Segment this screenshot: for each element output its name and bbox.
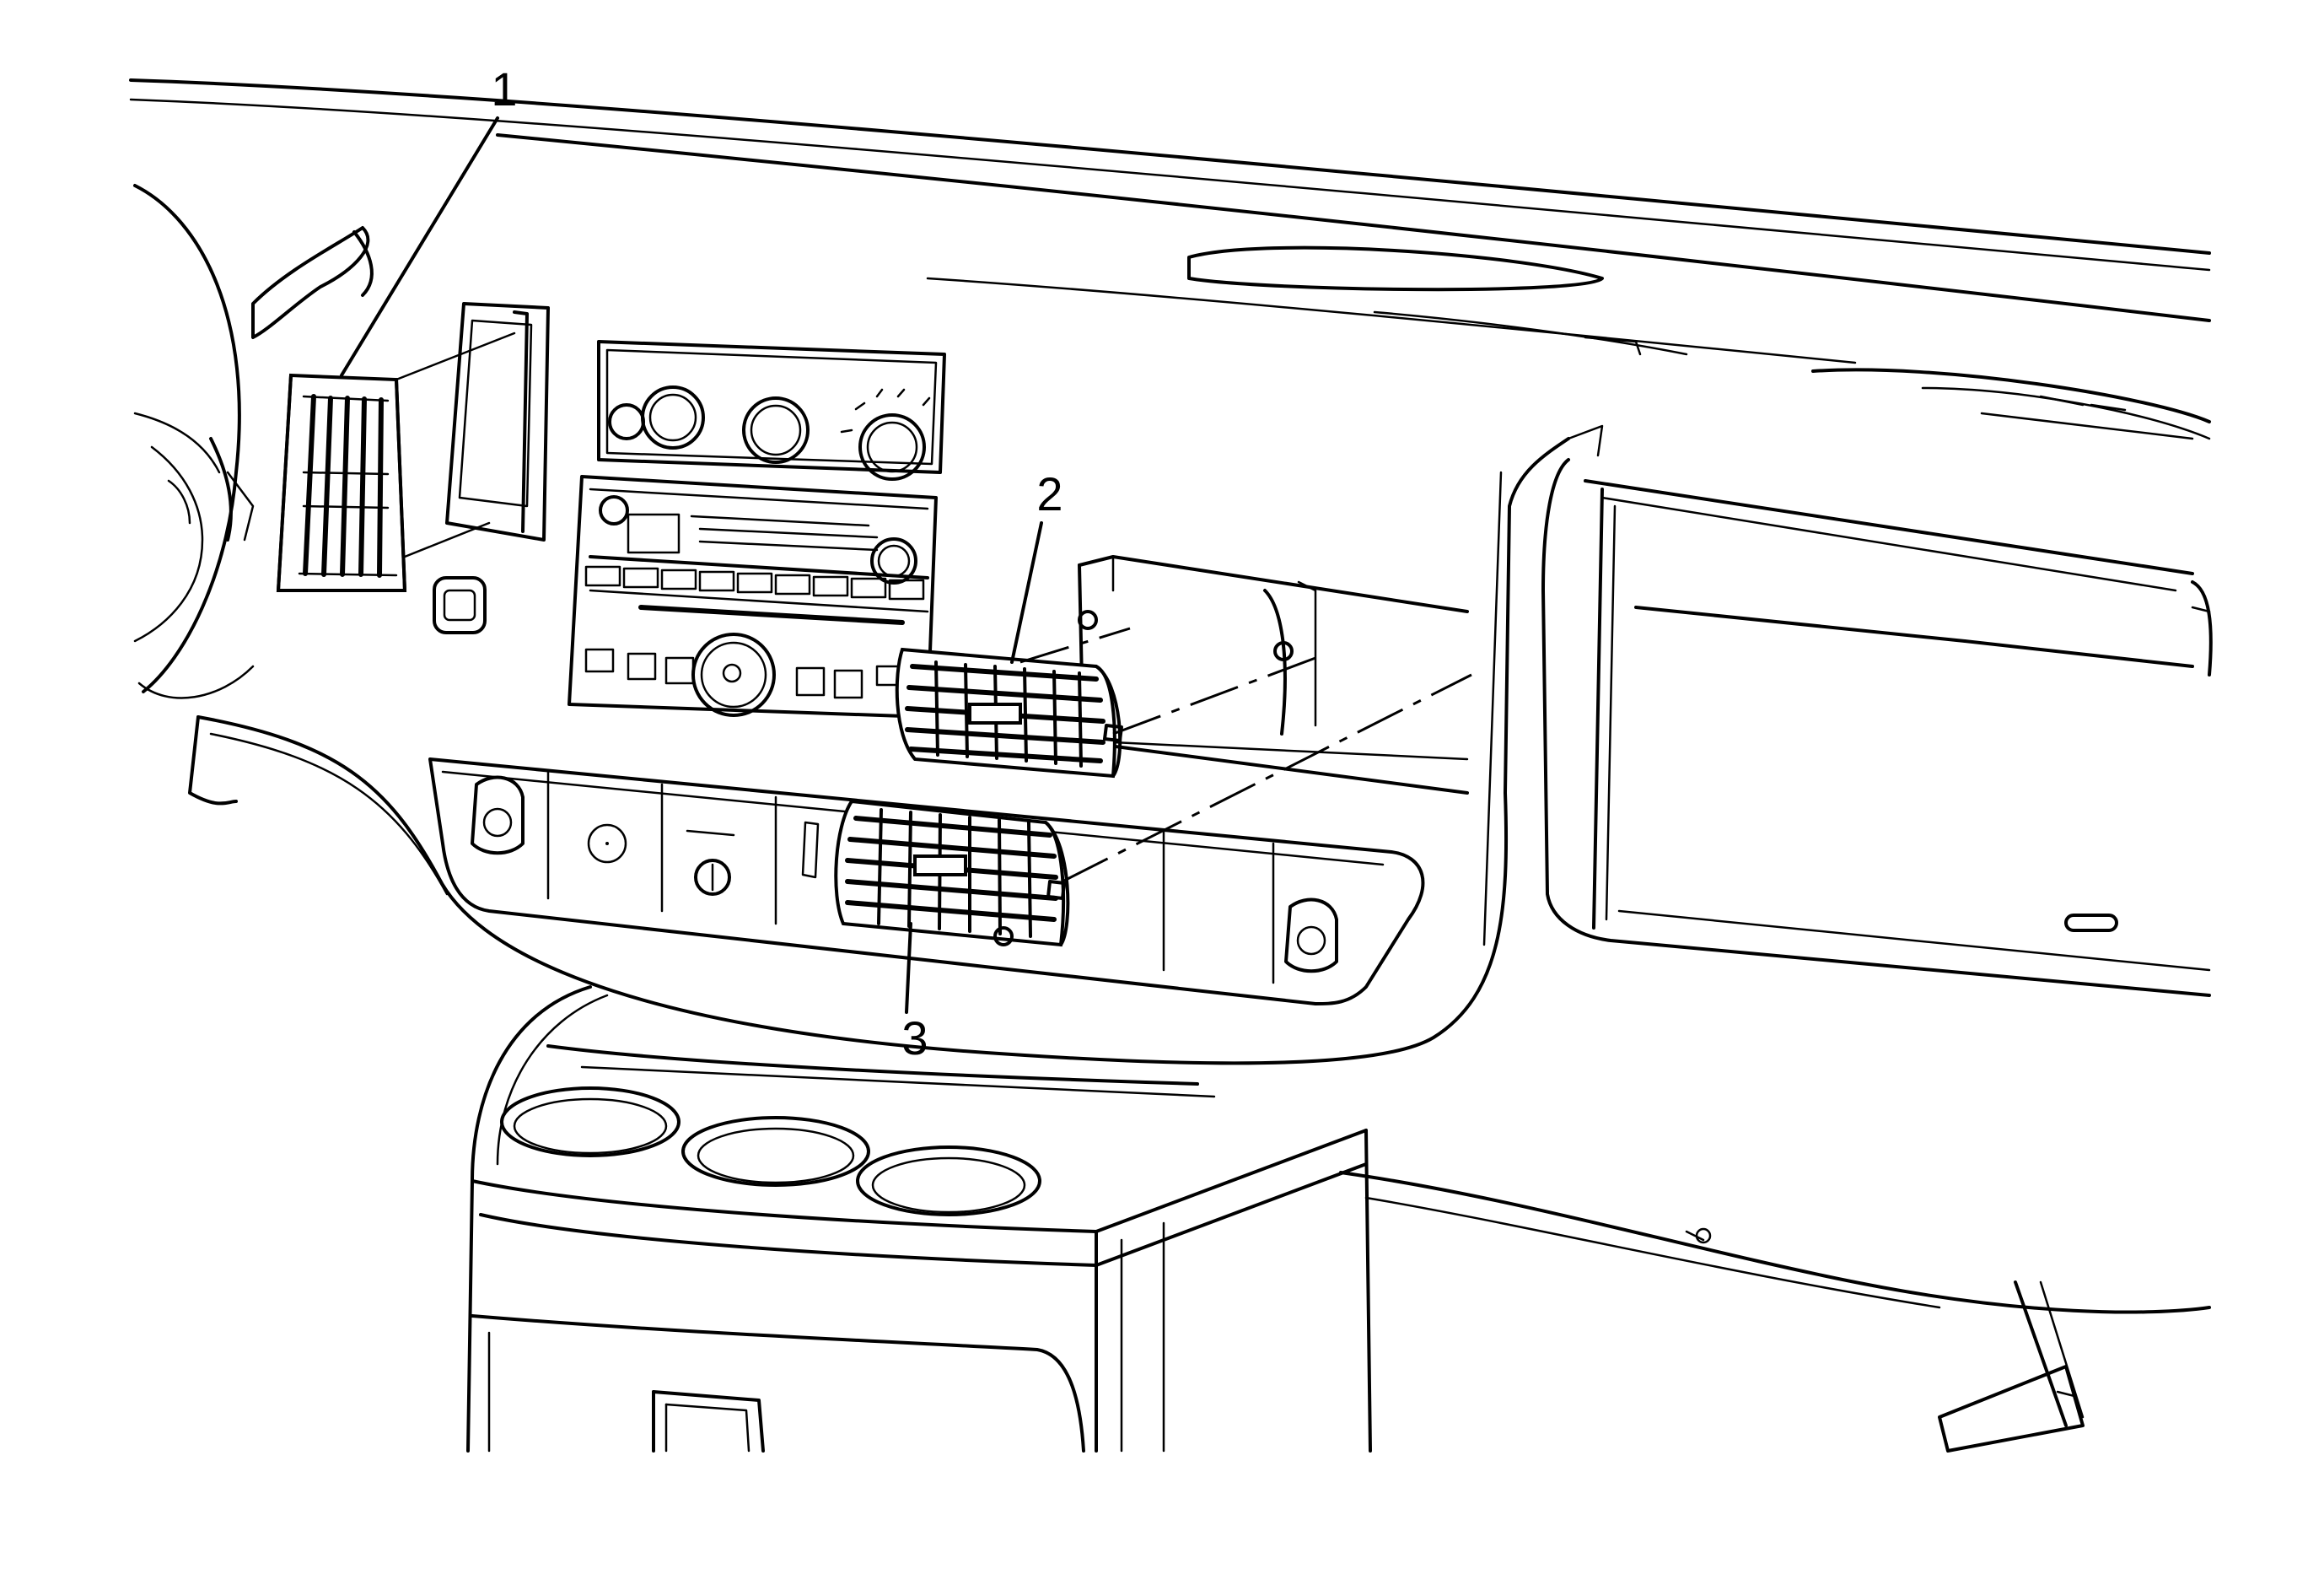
left-outlet-louvers	[303, 394, 384, 578]
center-bezel	[188, 424, 1604, 1065]
center-console	[466, 985, 1372, 1453]
cupholder-left	[500, 1086, 681, 1157]
radio-preset-buttons	[584, 565, 925, 601]
center-lower-outlet-grille	[845, 808, 1058, 938]
left-air-outlet	[276, 373, 407, 592]
callout-2-label: 2	[1036, 467, 1062, 520]
dashboard-upper-trim	[129, 78, 2211, 440]
center-upper-air-outlet	[895, 627, 1316, 779]
center-upper-outlet-grille	[905, 660, 1106, 768]
lower-right-bracket	[1339, 1171, 2211, 1453]
radio-head-unit	[568, 475, 938, 719]
power-outlet-right	[1284, 898, 1338, 973]
callout-3-label: 3	[901, 1011, 928, 1065]
left-bezel-opening	[395, 302, 550, 558]
glove-box	[1541, 458, 2213, 997]
radio-display	[627, 513, 879, 554]
callout-3: 3	[901, 922, 928, 1065]
callout-2: 2	[1010, 467, 1063, 664]
cupholder-center	[681, 1116, 870, 1187]
center-switch-blank	[587, 823, 627, 864]
callout-1: 1	[340, 62, 518, 377]
callout-1-label: 1	[491, 62, 517, 116]
console-drawer-handle	[652, 1390, 765, 1453]
ignition-switch	[686, 829, 735, 896]
cd-slot	[638, 605, 905, 625]
small-switch	[433, 576, 487, 634]
hvac-control-panel	[597, 340, 946, 481]
hvac-knob-right	[840, 388, 931, 481]
hvac-knob-left	[608, 385, 705, 450]
center-lower-air-outlet	[834, 673, 1472, 947]
cupholder-right	[856, 1145, 1041, 1216]
steering-column-area	[133, 184, 374, 699]
radio-power-knob	[691, 633, 776, 717]
power-outlet-left	[471, 775, 525, 855]
hvac-knob-center	[742, 396, 810, 464]
